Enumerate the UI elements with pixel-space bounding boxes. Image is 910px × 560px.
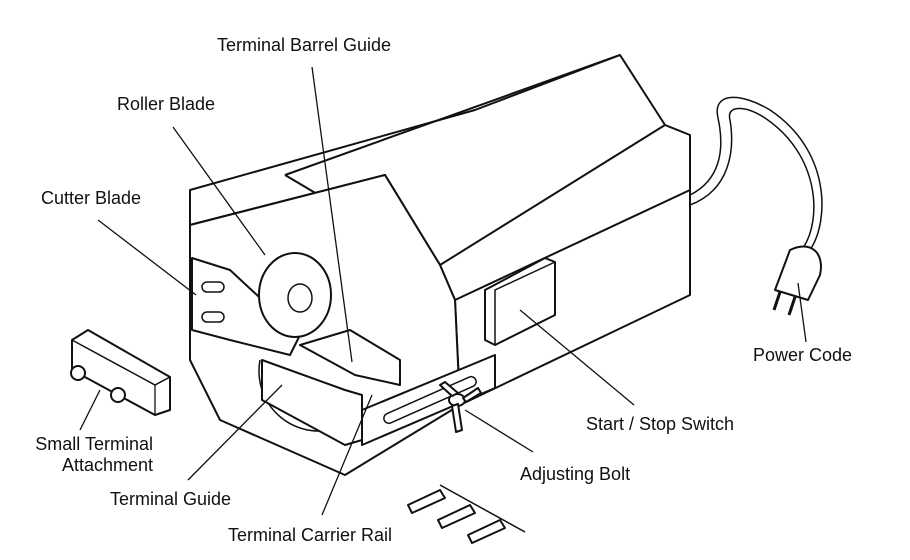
start-stop-switch xyxy=(484,257,556,346)
small-terminal-attachment xyxy=(70,329,171,416)
label-small-terminal-attachment: Small Terminal Attachment xyxy=(18,434,153,476)
machine-body xyxy=(189,54,691,476)
leader-lines xyxy=(79,66,807,516)
label-small-terminal-attachment-line1: Small Terminal xyxy=(35,434,153,454)
leader-cutter-blade xyxy=(97,219,197,296)
power-cord xyxy=(689,96,823,316)
terminal-carrier-rail xyxy=(361,354,496,446)
leader-start-stop-switch xyxy=(519,309,635,406)
label-small-terminal-attachment-line2: Attachment xyxy=(61,455,153,475)
terminal-strip xyxy=(407,484,526,544)
leader-terminal-barrel-guide xyxy=(311,66,353,363)
label-terminal-carrier-rail: Terminal Carrier Rail xyxy=(228,525,393,545)
label-roller-blade: Roller Blade xyxy=(117,94,216,114)
label-cutter-blade: Cutter Blade xyxy=(41,188,142,208)
label-adjusting-bolt: Adjusting Bolt xyxy=(520,464,631,484)
label-terminal-guide: Terminal Guide xyxy=(110,489,232,509)
leader-adjusting-bolt xyxy=(464,409,534,453)
cutter-blade xyxy=(191,257,301,356)
label-power-code: Power Code xyxy=(753,345,853,365)
terminal-barrel-guide xyxy=(299,329,401,386)
roller-blade xyxy=(258,252,332,338)
label-terminal-barrel-guide: Terminal Barrel Guide xyxy=(217,35,392,55)
leader-small-terminal-attachment xyxy=(79,389,101,431)
label-start-stop-switch: Start / Stop Switch xyxy=(586,414,735,434)
leader-terminal-carrier-rail xyxy=(321,394,373,516)
leader-terminal-guide xyxy=(187,384,283,481)
leader-roller-blade xyxy=(172,126,266,256)
leader-power-code xyxy=(797,282,807,343)
adjusting-bolt xyxy=(439,381,482,433)
